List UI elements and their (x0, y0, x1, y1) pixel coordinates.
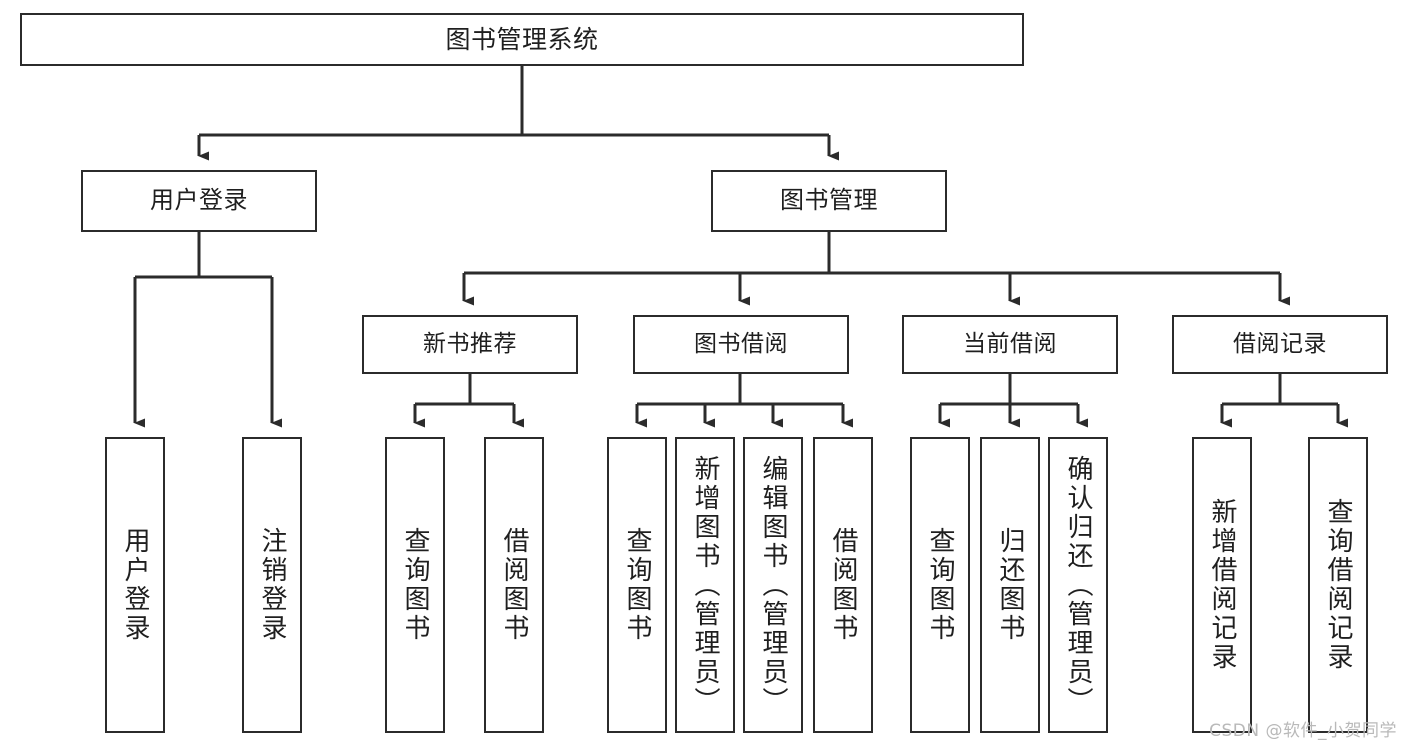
node-label: 查询图书 (400, 527, 430, 643)
node-label: 查询图书 (622, 527, 652, 643)
node-book-borrow[interactable]: 图书借阅 (633, 315, 849, 374)
node-label: 注销登录 (257, 527, 287, 643)
leaf-book-borrow-query-book[interactable]: 查询图书 (607, 437, 667, 733)
leaf-borrow-record-add-record[interactable]: 新增借阅记录 (1192, 437, 1252, 733)
node-label: 新书推荐 (423, 331, 517, 358)
node-label: 图书借阅 (694, 331, 788, 358)
node-label: 查询图书 (925, 527, 955, 643)
node-label: 归还图书 (995, 527, 1025, 643)
leaf-current-borrow-query-book[interactable]: 查询图书 (910, 437, 970, 733)
node-label: 图书管理 (780, 186, 878, 215)
node-root-system[interactable]: 图书管理系统 (20, 13, 1024, 66)
node-label: 编辑图书（管理员） (758, 454, 788, 716)
leaf-book-borrow-borrow-book[interactable]: 借阅图书 (813, 437, 873, 733)
node-borrow-record[interactable]: 借阅记录 (1172, 315, 1388, 374)
node-label: 图书管理系统 (445, 25, 599, 54)
node-label: 当前借阅 (963, 331, 1057, 358)
watermark-text: CSDN @软件_小贺同学 (1209, 721, 1397, 741)
node-label: 借阅图书 (499, 527, 529, 643)
leaf-book-borrow-add-book-admin[interactable]: 新增图书（管理员） (675, 437, 735, 733)
node-label: 借阅记录 (1233, 331, 1327, 358)
node-label: 用户登录 (120, 527, 150, 643)
leaf-current-borrow-return-book[interactable]: 归还图书 (980, 437, 1040, 733)
node-label: 新增借阅记录 (1207, 498, 1237, 672)
node-label: 用户登录 (150, 186, 248, 215)
node-label: 新增图书（管理员） (690, 454, 720, 716)
node-label: 查询借阅记录 (1323, 498, 1353, 672)
node-label: 借阅图书 (828, 527, 858, 643)
node-label: 确认归还（管理员） (1063, 454, 1093, 716)
leaf-book-borrow-edit-book-admin[interactable]: 编辑图书（管理员） (743, 437, 803, 733)
node-new-book-recommend[interactable]: 新书推荐 (362, 315, 578, 374)
leaf-user-login-logout[interactable]: 注销登录 (242, 437, 302, 733)
leaf-borrow-record-query-record[interactable]: 查询借阅记录 (1308, 437, 1368, 733)
node-book-management[interactable]: 图书管理 (711, 170, 947, 232)
leaf-user-login-signin[interactable]: 用户登录 (105, 437, 165, 733)
node-user-login[interactable]: 用户登录 (81, 170, 317, 232)
leaf-new-book-borrow-book[interactable]: 借阅图书 (484, 437, 544, 733)
node-current-borrow[interactable]: 当前借阅 (902, 315, 1118, 374)
leaf-current-borrow-confirm-return-admin[interactable]: 确认归还（管理员） (1048, 437, 1108, 733)
leaf-new-book-query-book[interactable]: 查询图书 (385, 437, 445, 733)
